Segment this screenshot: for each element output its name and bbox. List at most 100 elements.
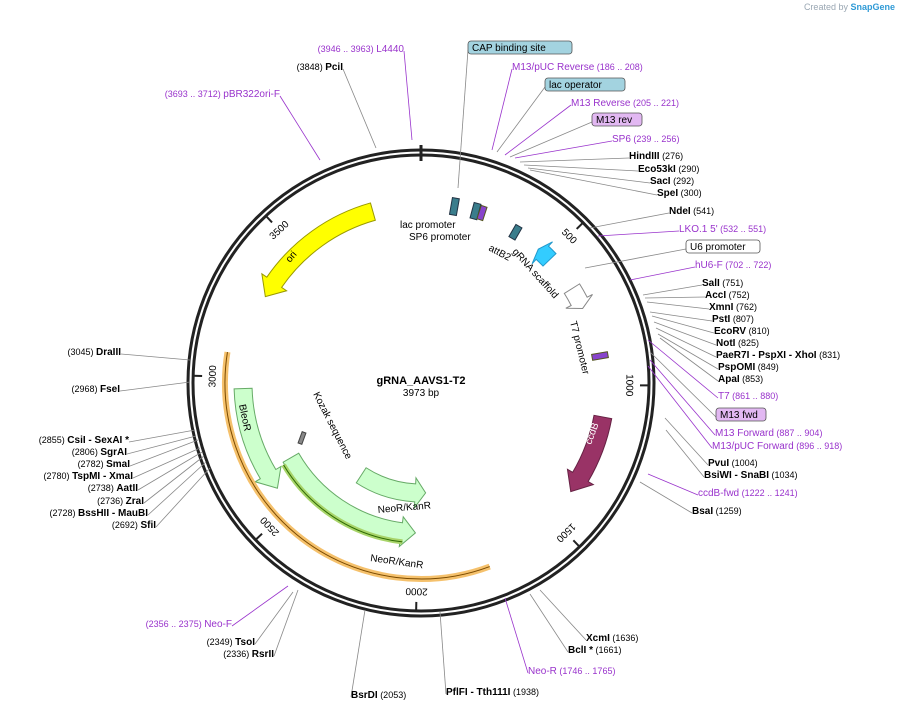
right-label-21[interactable]: PspOMI (849) bbox=[718, 362, 779, 373]
right-label-2[interactable]: lac operator bbox=[549, 80, 602, 91]
left-label-3[interactable]: (3045) DraIII bbox=[67, 347, 121, 358]
left-leader-1 bbox=[342, 68, 377, 149]
bottom-label-4[interactable]: BsrDI (2053) bbox=[351, 690, 406, 701]
kozak-label: Kozak sequence bbox=[310, 390, 354, 461]
right-leader-26 bbox=[647, 365, 713, 449]
right-label-13[interactable]: hU6-F (702 .. 722) bbox=[695, 260, 771, 271]
bottom-label-1[interactable]: BclI * (1661) bbox=[568, 645, 622, 656]
cap-site-block bbox=[448, 197, 460, 217]
left-label-6[interactable]: (2806) SgrAI bbox=[72, 447, 127, 458]
feature-arrow-0[interactable] bbox=[261, 202, 376, 298]
right-label-25[interactable]: M13 Forward (887 .. 904) bbox=[715, 428, 822, 439]
right-leader-1 bbox=[491, 68, 513, 151]
right-label-23[interactable]: T7 (861 .. 880) bbox=[718, 391, 778, 402]
left-label-10[interactable]: (2736) ZraI bbox=[97, 496, 144, 507]
right-label-28[interactable]: BsiWI - SnaBI (1034) bbox=[704, 470, 798, 481]
feature-arrow-4[interactable] bbox=[355, 467, 427, 510]
bottom-label-3[interactable]: PflFI - Tth111I (1938) bbox=[446, 687, 539, 698]
feature-arrow-3[interactable] bbox=[563, 283, 593, 309]
left-name-6: SgrAI bbox=[100, 447, 127, 458]
feature-arrow-2[interactable] bbox=[566, 414, 613, 493]
right-label-6[interactable]: HindIII (276) bbox=[629, 151, 683, 162]
feature-arrow-6[interactable] bbox=[531, 241, 557, 267]
right-name-7: Eco53kI bbox=[638, 164, 676, 175]
right-label-29[interactable]: ccdB-fwd (1222 .. 1241) bbox=[698, 488, 798, 499]
bottom-pos-1: (1661) bbox=[593, 645, 622, 655]
left-label-8[interactable]: (2780) TspMI - XmaI bbox=[44, 471, 134, 482]
tick-1500 bbox=[572, 539, 581, 548]
bottom-label-2[interactable]: Neo-R (1746 .. 1765) bbox=[528, 666, 615, 677]
right-label-14[interactable]: SalI (751) bbox=[702, 278, 743, 289]
right-label-8[interactable]: SacI (292) bbox=[650, 176, 694, 187]
right-leader-4 bbox=[509, 121, 593, 158]
right-label-3[interactable]: M13 Reverse (205 .. 221) bbox=[571, 98, 679, 109]
right-label-24[interactable]: M13 fwd bbox=[720, 410, 758, 421]
left-label-7[interactable]: (2782) SmaI bbox=[78, 459, 131, 470]
right-pos-27: (1004) bbox=[729, 458, 758, 468]
left-pos-0: (3946 .. 3963) bbox=[318, 44, 377, 54]
right-label-18[interactable]: EcoRV (810) bbox=[714, 326, 770, 337]
left-label-0[interactable]: (3946 .. 3963) L4440 bbox=[318, 44, 405, 55]
right-label-17[interactable]: PstI (807) bbox=[712, 314, 754, 325]
left-label-5[interactable]: (2855) CsiI - SexAI * bbox=[39, 435, 129, 446]
feature-arrow-5[interactable] bbox=[282, 452, 417, 548]
right-pos-22: (853) bbox=[740, 374, 764, 384]
right-box-24 bbox=[715, 407, 767, 422]
right-label-11[interactable]: LKO.1 5' (532 .. 551) bbox=[679, 224, 766, 235]
left-label-14[interactable]: (2349) TsoI bbox=[207, 637, 256, 648]
bottom-label-0[interactable]: XcmI (1636) bbox=[586, 633, 638, 644]
left-annotation-labels: (3946 .. 3963) L4440 (3848) PciI (3693 .. … bbox=[39, 44, 413, 660]
right-label-9[interactable]: SpeI (300) bbox=[657, 188, 702, 199]
right-label-12[interactable]: U6 promoter bbox=[690, 242, 746, 253]
right-label-30[interactable]: BsaI (1259) bbox=[692, 506, 742, 517]
right-name-30: BsaI bbox=[692, 506, 713, 517]
left-label-13[interactable]: (2356 .. 2375) Neo-F bbox=[146, 619, 232, 630]
left-name-5: CsiI - SexAI * bbox=[67, 435, 129, 446]
right-label-10[interactable]: NdeI (541) bbox=[669, 206, 714, 217]
right-leader-0 bbox=[457, 49, 469, 189]
right-pos-17: (807) bbox=[730, 314, 754, 324]
right-label-19[interactable]: NotI (825) bbox=[716, 338, 759, 349]
right-leader-12 bbox=[584, 248, 687, 269]
ori-label: ori bbox=[284, 249, 300, 265]
left-label-9[interactable]: (2738) AatII bbox=[88, 483, 138, 494]
right-label-4[interactable]: M13 rev bbox=[596, 115, 632, 126]
right-pos-9: (300) bbox=[678, 188, 702, 198]
right-leader-15 bbox=[644, 296, 706, 299]
left-pos-6: (2806) bbox=[72, 447, 101, 457]
small-feature-blocks bbox=[297, 197, 609, 445]
right-name-3: M13 Reverse bbox=[571, 98, 631, 109]
created-by-text: Created by bbox=[803, 2, 848, 12]
right-label-15[interactable]: AccI (752) bbox=[705, 290, 750, 301]
left-pos-10: (2736) bbox=[97, 496, 126, 506]
left-label-4[interactable]: (2968) FseI bbox=[71, 384, 120, 395]
left-label-12[interactable]: (2692) SfiI bbox=[112, 520, 156, 531]
left-label-11[interactable]: (2728) BssHII - MauBI bbox=[49, 508, 148, 519]
right-label-16[interactable]: XmnI (762) bbox=[709, 302, 757, 313]
right-label-22[interactable]: ApaI (853) bbox=[718, 374, 763, 385]
left-leader-11 bbox=[147, 461, 207, 516]
right-label-20[interactable]: PaeR7I - PspXI - XhoI (831) bbox=[716, 350, 840, 361]
feature-arrow-1[interactable] bbox=[233, 387, 282, 489]
kozak-block bbox=[297, 431, 307, 445]
left-label-15[interactable]: (2336) RsrII bbox=[223, 649, 274, 660]
right-pos-29: (1222 .. 1241) bbox=[739, 488, 798, 498]
right-pos-20: (831) bbox=[817, 350, 841, 360]
right-label-1[interactable]: M13/pUC Reverse (186 .. 208) bbox=[512, 62, 643, 73]
right-label-5[interactable]: SP6 (239 .. 256) bbox=[612, 134, 679, 145]
right-name-11: LKO.1 5' bbox=[679, 224, 718, 235]
right-label-7[interactable]: Eco53kI (290) bbox=[638, 164, 699, 175]
right-pos-1: (186 .. 208) bbox=[594, 62, 643, 72]
right-name-13: hU6-F bbox=[695, 260, 723, 271]
tick-2500 bbox=[254, 532, 263, 541]
right-leader-13 bbox=[629, 266, 696, 281]
right-box-0 bbox=[467, 40, 573, 55]
right-leader-14 bbox=[642, 284, 703, 296]
right-leader-29 bbox=[647, 473, 699, 496]
right-label-27[interactable]: PvuI (1004) bbox=[708, 458, 758, 469]
left-label-1[interactable]: (3848) PciI bbox=[297, 62, 344, 73]
plasmid-length: 3973 bp bbox=[403, 388, 440, 399]
right-label-26[interactable]: M13/pUC Forward (896 .. 918) bbox=[712, 441, 842, 452]
left-label-2[interactable]: (3693 .. 3712) pBR322ori-F bbox=[165, 89, 280, 100]
right-label-0[interactable]: CAP binding site bbox=[472, 43, 546, 54]
